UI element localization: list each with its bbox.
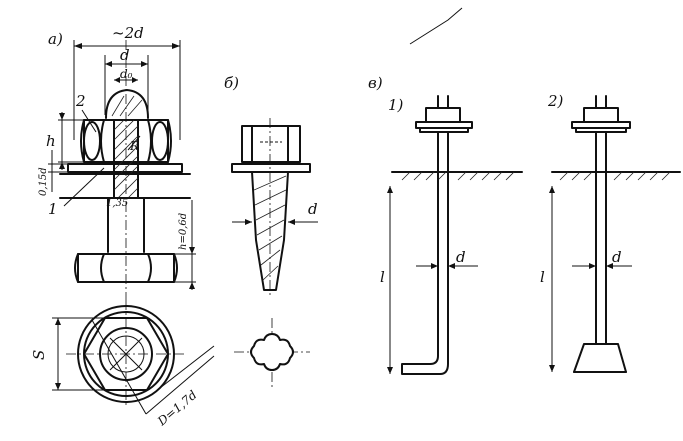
ground-hatch-2 [559,171,671,181]
star-profile [250,333,294,371]
j-bolt-body [401,131,449,375]
callout-2: 2 [75,92,86,110]
leader-2 [81,109,97,133]
dim-l-2: l [540,268,545,286]
dim-arrows [114,77,138,83]
hex-outline [83,317,169,391]
dim-washer-thickness: 0,15d [38,167,49,196]
dim-arrows [589,263,613,269]
washer [67,163,183,173]
anchor-nut-1 [425,107,461,123]
dome-hatch [111,95,143,117]
label-radius: R [129,139,139,153]
dim-l-1: l [380,268,385,286]
dim-D: D=1,7d [154,388,200,429]
dim-d: d [120,46,130,64]
bolt-head-faces [100,253,152,283]
dim-h: h [46,132,56,150]
label-part-v: в) [368,74,383,92]
bolt-assembly-view: а) ~2d d d₀ 2 h 0,15d 1 R 1,35 h=0,6d [38,24,196,300]
label-variant-2: 2) [547,92,564,110]
bolt-plan-view: S D=1,7d [30,300,215,429]
dim-arrows [431,263,455,269]
dim-fillet: 1,35 [106,198,128,209]
callout-1: 1 [48,200,58,218]
dim-d-1: d [456,248,466,266]
thread-circle [107,335,145,373]
screw-flange [231,163,311,173]
dim-screw-d: d [308,200,318,218]
nut-flat-left [83,121,101,161]
nut-flat-right [151,121,169,161]
anchor-bolt-2: 2) l d [540,92,681,373]
pencil-smudge [409,7,463,45]
screw-head-faces [251,125,289,163]
dim-line-D-outer [145,355,215,415]
screw-shank [251,171,289,291]
screw-head [241,125,301,163]
dim-d-2: d [612,248,622,266]
dim-overall-width: ~2d [112,24,144,42]
label-variant-1: 1) [388,96,404,114]
label-part-a: а) [48,30,63,48]
ground-hatch-1 [401,171,515,181]
anchor-plate-2 [575,127,627,133]
screw-view: б) d [224,74,318,390]
extension-line [159,345,215,389]
dim-line-D [91,319,147,415]
anchor-base-2 [573,343,627,373]
screw-thread-hatch [253,175,287,281]
anchor-nut-2 [583,107,619,123]
anchor-plate-1 [419,127,469,133]
anchor-bolt-1: 1) l d [380,95,523,375]
plan-cross [109,337,143,371]
dome-head [105,89,149,119]
dim-S: S [30,350,48,360]
screw-cross-section [234,318,310,390]
washer-circle [77,305,175,403]
shank-hatch [113,119,139,199]
leader-R [127,135,141,151]
dim-head-height: h=0,6d [178,213,189,250]
bolt-head-chamfer [74,253,178,283]
label-part-b: б) [224,74,239,92]
dim-d0: d₀ [120,67,133,81]
anchor-bolts-view: в) 1) l d 2) [368,7,681,375]
nut-chamfers [80,119,172,163]
leader-1 [63,167,105,207]
